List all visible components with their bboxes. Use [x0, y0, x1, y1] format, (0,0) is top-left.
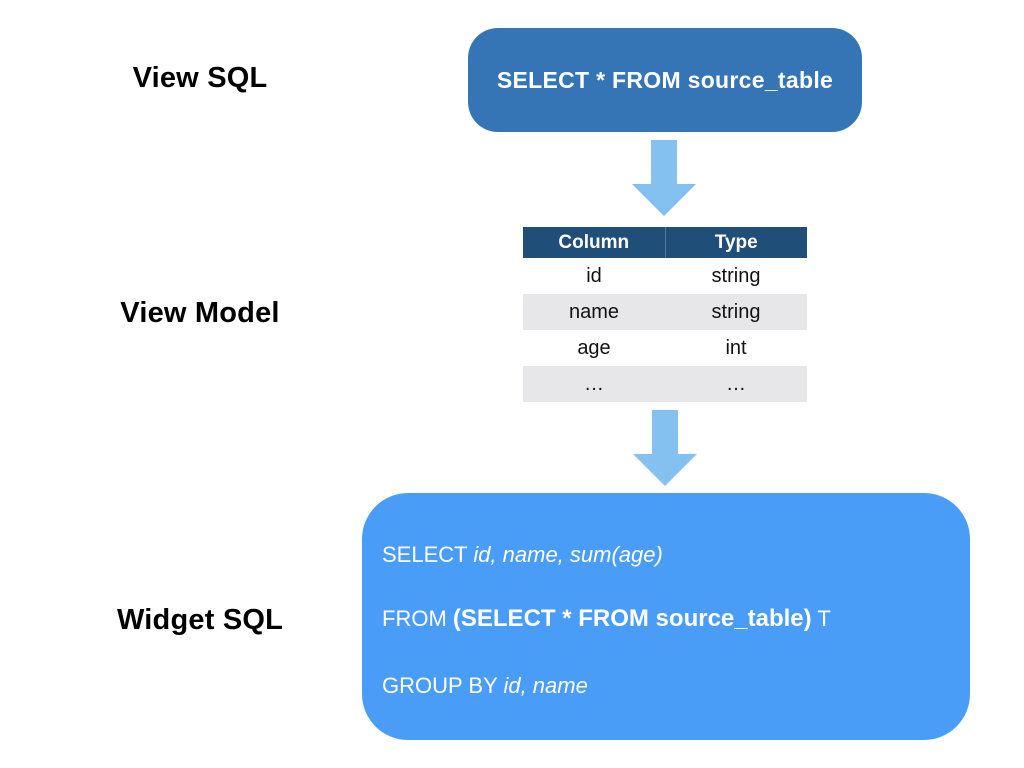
sql-keyword: GROUP BY	[382, 673, 504, 698]
table-cell-column: name	[523, 294, 665, 330]
table-cell-type: …	[665, 366, 807, 402]
table-cell-type: string	[665, 294, 807, 330]
view-sql-box: SELECT * FROM source_table	[468, 28, 862, 132]
widget-sql-line-select: SELECT id, name, sum(age)	[382, 541, 954, 569]
table-header-row: Column Type	[523, 227, 807, 258]
sql-keyword: FROM	[382, 606, 453, 631]
widget-sql-label: Widget SQL	[116, 604, 284, 636]
widget-sql-line-from: FROM (SELECT * FROM source_table) T	[382, 605, 954, 633]
sql-bold-text: (SELECT * FROM source_table)	[452, 605, 812, 632]
sql-italic-text: id, name	[503, 673, 588, 698]
sql-italic-text: id, name, sum(age)	[473, 542, 663, 567]
table-header-type: Type	[664, 227, 807, 258]
down-arrow-icon	[633, 410, 697, 486]
view-sql-code: SELECT * FROM source_table	[496, 66, 834, 93]
view-model-label: View Model	[120, 297, 280, 329]
sql-suffix-text: T	[811, 606, 831, 631]
table-cell-column: id	[586, 264, 602, 287]
table-cell-column: age	[577, 336, 611, 359]
view-sql-label: View SQL	[132, 62, 268, 94]
table-cell-type: string	[711, 264, 761, 287]
table-cell-column: …	[523, 366, 665, 402]
view-model-table: Column Type id string name string age in…	[523, 227, 807, 402]
table-row: age int	[523, 330, 807, 366]
table-row: id string	[523, 258, 807, 294]
down-arrow-icon	[632, 140, 696, 216]
table-row: name string	[523, 294, 807, 330]
table-row: … …	[523, 366, 807, 402]
table-header-column: Column	[523, 227, 665, 258]
widget-sql-line-groupby: GROUP BY id, name	[382, 672, 954, 700]
widget-sql-box: SELECT id, name, sum(age) FROM (SELECT *…	[362, 493, 970, 740]
sql-keyword: SELECT	[382, 542, 474, 567]
table-cell-type: int	[725, 336, 747, 359]
